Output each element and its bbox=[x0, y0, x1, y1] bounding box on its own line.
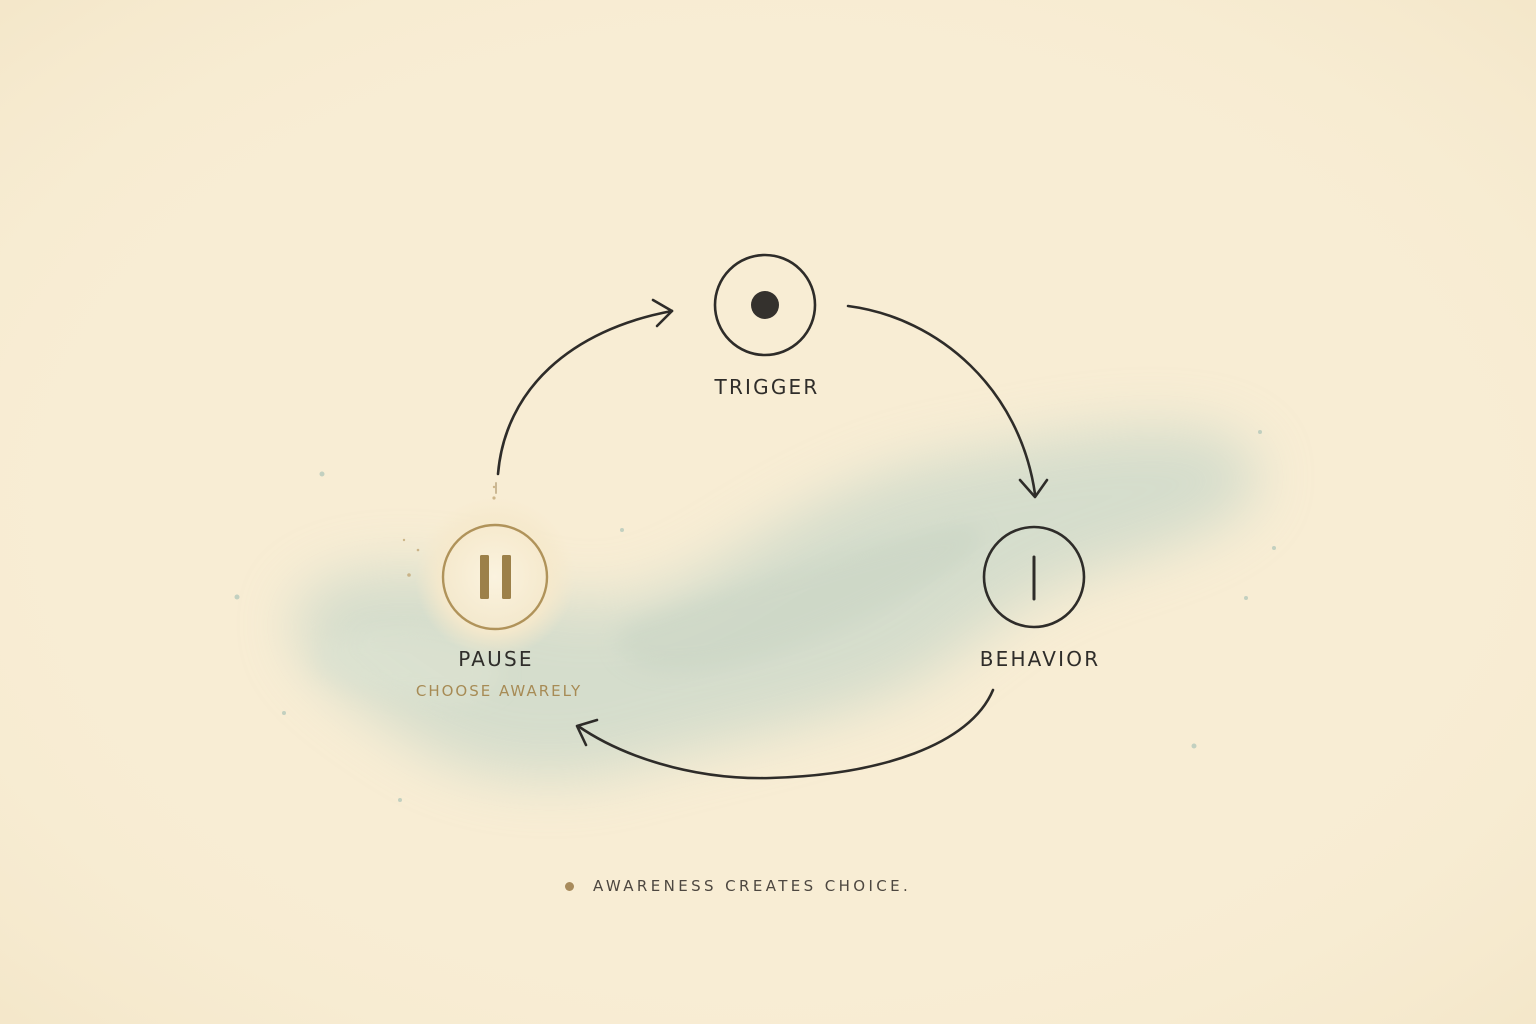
arrowhead-pause bbox=[575, 718, 599, 747]
pause-circle bbox=[441, 523, 549, 631]
footer-caption: AWARENESS CREATES CHOICE. bbox=[593, 877, 912, 895]
pause-node bbox=[441, 523, 549, 631]
arrowhead-behavior bbox=[1018, 478, 1049, 499]
watercolor-wash bbox=[293, 427, 1259, 779]
pause-icon-left-bar bbox=[480, 555, 489, 599]
behavior-label: BEHAVIOR bbox=[979, 647, 1101, 671]
trigger-circle bbox=[713, 253, 817, 357]
arrowhead-trigger bbox=[651, 298, 674, 328]
behavior-circle bbox=[982, 525, 1086, 629]
arrow-pause-to-trigger bbox=[496, 309, 674, 476]
pause-label: PAUSE bbox=[458, 647, 534, 671]
bullet-dot-icon bbox=[565, 881, 574, 891]
arrow-behavior-to-pause bbox=[576, 688, 995, 780]
glow-sparkles bbox=[402, 485, 496, 577]
arrow-trigger-to-behavior bbox=[846, 304, 1037, 496]
behavior-node bbox=[982, 525, 1086, 629]
trigger-node bbox=[713, 253, 817, 357]
dot-circle-icon bbox=[751, 291, 779, 319]
pause-glow bbox=[415, 497, 575, 657]
pause-sublabel: CHOOSE AWARELY bbox=[415, 682, 583, 700]
pause-icon-right-bar bbox=[502, 555, 511, 599]
footer: AWARENESS CREATES CHOICE. bbox=[565, 877, 911, 895]
trigger-label: TRIGGER bbox=[714, 375, 820, 399]
wash-speckles bbox=[234, 430, 1276, 802]
